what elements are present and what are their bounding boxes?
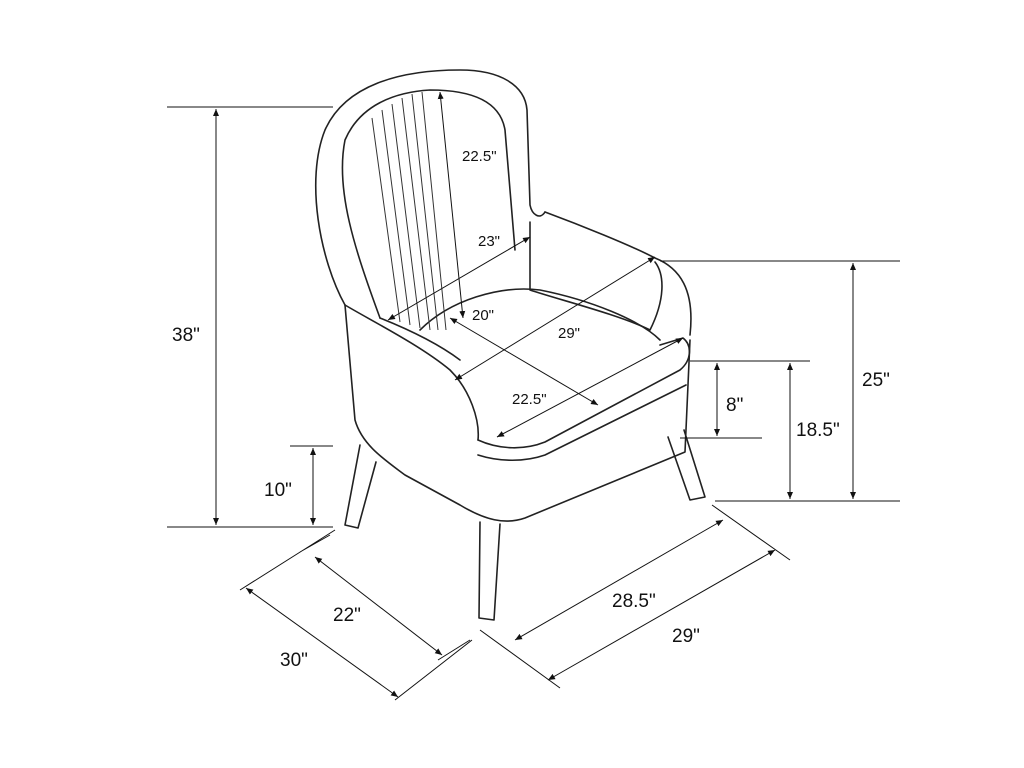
inner-width-label: 29" [558,325,581,342]
leg-width-label: 28.5" [612,591,656,612]
seat-depth-label: 20" [472,307,495,324]
dimension-lines [167,91,900,701]
back-width-label: 23" [478,233,501,250]
chair-outline [315,69,706,621]
seat-height-label: 18.5" [796,420,840,441]
arm-height-label: 25" [862,370,890,391]
backrest-height-label: 22.5" [462,148,497,165]
overall-width-label: 29" [672,626,700,647]
seat-width-label: 22.5" [512,391,547,408]
overall-depth-label: 30" [280,650,308,671]
overall-height-label: 38" [172,325,200,346]
leg-height-label: 10" [264,480,292,501]
cushion-height-label: 8" [726,395,744,416]
leg-depth-label: 22" [333,605,361,626]
